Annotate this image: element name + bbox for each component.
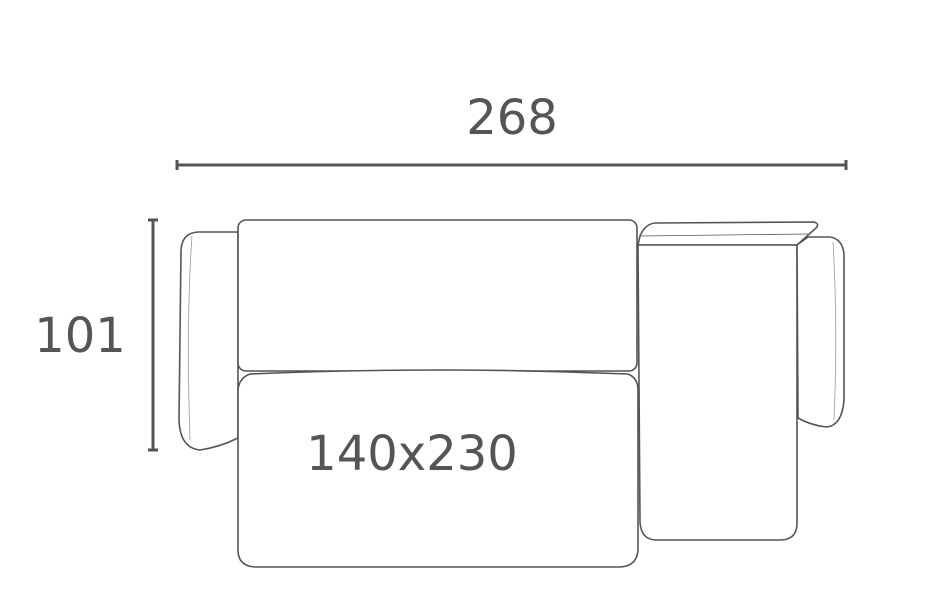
depth-label: 101	[34, 308, 126, 364]
right-armrest	[796, 236, 845, 428]
width-label: 268	[466, 90, 558, 146]
chaise-back-top	[637, 221, 819, 246]
width-dimension: 268	[175, 90, 848, 170]
chaise-seat	[637, 244, 798, 541]
back-cushion	[237, 219, 638, 372]
right-armrest-seam	[832, 241, 837, 421]
left-armrest-seam	[188, 235, 193, 441]
bed-size-label: 140x230	[306, 426, 518, 482]
left-armrest	[178, 231, 239, 451]
bed-mattress	[237, 369, 639, 568]
chaise-back-edge	[639, 233, 809, 237]
depth-dimension: 101	[34, 218, 158, 452]
